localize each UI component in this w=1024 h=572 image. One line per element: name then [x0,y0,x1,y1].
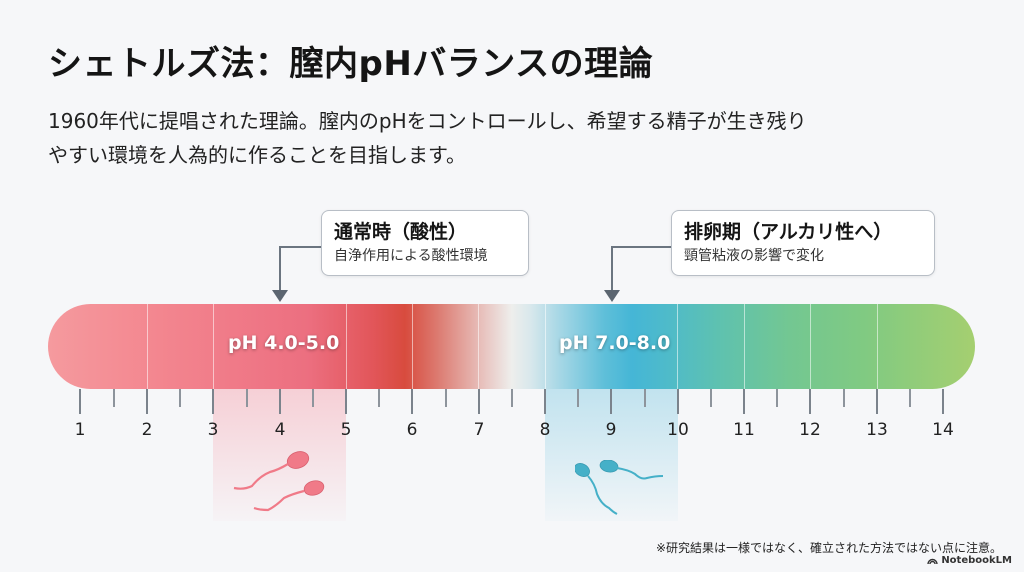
footnote: ※研究結果は一様ではなく、確立された方法ではない点に注意。 [655,541,1002,555]
callout-alkaline-sub: 頸管粘液の影響で変化 [684,248,824,264]
tick-label: 10 [667,420,689,440]
tick-label: 14 [932,420,954,440]
tick-label: 6 [406,420,418,440]
callout-acid-connector [279,246,323,292]
tick-label: 13 [866,420,888,440]
notebooklm-logo-icon [927,558,939,565]
tick-label: 11 [733,420,755,440]
sperm-icon [575,460,664,515]
description-line-1: 1960年代に提唱された理論。膣内のpHをコントロールし、希望する精子が生き残り [48,109,807,133]
callout-alkaline-connector [611,246,673,292]
alkaline-range-label: pH 7.0-8.0 [559,332,671,354]
callout-acid-sub: 自浄作用による酸性環境 [334,248,488,264]
tick-label: 7 [473,420,485,440]
description-line-2: やすい環境を人為的に作ることを目指します。 [48,143,466,167]
tick-label: 12 [799,420,821,440]
description: 1960年代に提唱された理論。膣内のpHをコントロールし、希望する精子が生き残り… [48,104,948,172]
tick-label: 5 [340,420,352,440]
acid-range-label: pH 4.0-5.0 [228,332,340,354]
callout-alkaline: 排卵期（アルカリ性へ） 頸管粘液の影響で変化 [671,210,935,276]
tick-label: 4 [274,420,286,440]
arrow-down-icon [272,290,288,302]
tick-label: 3 [207,420,219,440]
page-title: シェトルズ法：膣内pHバランスの理論 [48,44,654,84]
arrow-down-icon [604,290,620,302]
tick-label: 1 [74,420,86,440]
sperm-icon [233,451,325,512]
tick-label: 8 [539,420,551,440]
brand-watermark: NotebookLM [927,555,1012,566]
ph-scale-bar: pH 4.0-5.0 pH 7.0-8.0 [48,304,975,389]
callout-acid-heading: 通常時（酸性） [334,221,468,243]
brand-name: NotebookLM [941,555,1012,566]
tick-label: 2 [141,420,153,440]
tick-label: 9 [605,420,617,440]
callout-alkaline-heading: 排卵期（アルカリ性へ） [684,221,893,243]
callout-acid: 通常時（酸性） 自浄作用による酸性環境 [321,210,529,276]
